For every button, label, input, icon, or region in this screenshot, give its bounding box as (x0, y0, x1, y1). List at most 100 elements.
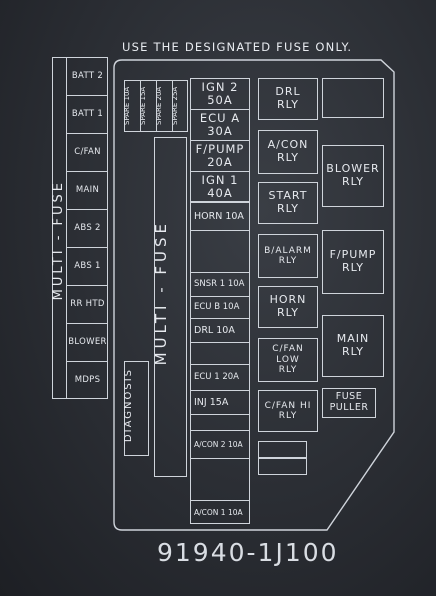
left-fuse-sep-3 (66, 171, 108, 173)
fuse-top-sep-2 (190, 140, 250, 142)
diagnosis-connector (124, 361, 149, 456)
fuse-top-rating-2: 20A (207, 154, 233, 169)
left-fuse-3[interactable]: MAIN (75, 185, 100, 195)
spare-fuse-2[interactable]: SPARE 20A (155, 86, 163, 126)
empty-slot-2 (258, 458, 307, 475)
fuse-list-item-2[interactable]: ECU B 10A (194, 302, 240, 312)
fuse-list-sep-7 (190, 390, 250, 392)
center-multi-fuse-label: MULTI - FUSE (152, 220, 170, 366)
empty-slot-1 (258, 441, 307, 458)
diagnosis-label: DIAGNOSIS (123, 368, 134, 443)
relay-left-suffix-0: RLY (276, 98, 300, 111)
fuse-list-empty-8 (190, 414, 250, 430)
fuse-list-sep-9 (190, 430, 250, 432)
fuse-top-sep-3 (190, 171, 250, 173)
empty-relay-top-right (322, 78, 384, 118)
fuse-list-sep-3 (190, 296, 250, 298)
fuse-list-item-3[interactable]: DRL 10A (194, 324, 235, 336)
spare-sep-2 (156, 80, 158, 132)
left-panel-title: MULTI - FUSE (51, 180, 66, 301)
left-fuse-sep-1 (66, 95, 108, 97)
left-fuse-4[interactable]: ABS 2 (74, 223, 101, 233)
part-number: 91940-1J100 (157, 538, 339, 567)
relay-left-name-0: DRL (275, 85, 301, 99)
center-multi-fuse (154, 137, 187, 477)
fuse-list-sep-4 (190, 318, 250, 320)
fuse-top-name-1: ECU A (199, 111, 241, 126)
left-fuse-6[interactable]: RR HTD (70, 299, 105, 309)
fuse-puller-line2: PULLER (329, 402, 369, 413)
spare-sep-3 (172, 80, 174, 132)
left-panel-divider (66, 57, 68, 399)
fuse-list-item-6[interactable]: A/CON 2 10A (194, 439, 243, 449)
fuse-top-rating-0: 50A (207, 92, 233, 107)
fuse-list-empty-5 (190, 342, 250, 364)
fuse-list-empty-10 (190, 458, 250, 500)
fuse-top-sep-1 (190, 109, 250, 111)
left-fuse-sep-5 (66, 247, 108, 249)
left-fuse-2[interactable]: C/FAN (74, 147, 101, 157)
fuse-list-sep-11 (190, 500, 250, 502)
relay-left-name-4: HORN (269, 293, 307, 307)
left-fuse-0[interactable]: BATT 2 (71, 71, 104, 81)
fuse-list-column (190, 202, 250, 524)
spare-fuse-0[interactable]: SPARE 10A (123, 86, 131, 126)
fuse-list-sep-2 (190, 272, 250, 274)
left-multi-fuse-panel (52, 57, 108, 399)
relay-right-name-1: F/PUMP (329, 248, 377, 262)
left-fuse-8[interactable]: MDPS (74, 375, 101, 385)
left-fuse-1[interactable]: BATT 1 (71, 109, 104, 119)
relay-left-name-2: START (268, 189, 308, 203)
spare-fuse-1[interactable]: SPARE 15A (139, 86, 147, 126)
fuse-list-item-4[interactable]: ECU 1 20A (194, 372, 239, 382)
spare-fuse-3[interactable]: SPARE 25A (171, 86, 179, 126)
fuse-list-item-0[interactable]: HORN 10A (194, 210, 244, 222)
fuse-list-item-1[interactable]: SNSR 1 10A (194, 279, 245, 289)
relay-right-suffix-1: RLY (341, 261, 365, 274)
left-fuse-sep-8 (66, 361, 108, 363)
left-fuse-5[interactable]: ABS 1 (74, 261, 101, 271)
relay-left-name-1: A/CON (267, 138, 309, 152)
fuse-list-item-7[interactable]: A/CON 1 10A (194, 507, 243, 517)
relay-left-suffix-5: RLY (278, 365, 298, 376)
fuse-top-rating-1: 30A (207, 123, 233, 138)
left-fuse-sep-7 (66, 323, 108, 325)
relay-left-suffix-4: RLY (276, 306, 300, 319)
left-fuse-7[interactable]: BLOWER (68, 337, 107, 347)
relay-left-suffix-2: RLY (276, 202, 300, 215)
fuse-list-item-5[interactable]: INJ 15A (194, 396, 229, 408)
fuse-top-name-3: IGN 1 (201, 173, 239, 188)
left-fuse-sep-6 (66, 285, 108, 287)
fuse-list-sep-6 (190, 364, 250, 366)
fuse-puller-slot[interactable]: FUSE PULLER (322, 388, 376, 418)
fuse-top-rating-3: 40A (207, 185, 233, 200)
notice-text: USE THE DESIGNATED FUSE ONLY. (122, 40, 353, 54)
relay-right-name-2: MAIN (336, 332, 370, 346)
relay-right-name-0: BLOWER (326, 162, 380, 176)
relay-right-suffix-0: RLY (341, 175, 364, 188)
relay-left-suffix-3: RLY (278, 256, 298, 266)
fuse-top-name-2: F/PUMP (195, 142, 245, 157)
relay-left-suffix-1: RLY (276, 151, 300, 164)
relay-right-suffix-2: RLY (341, 345, 365, 358)
fuse-list-sep-10 (190, 458, 250, 460)
relay-left-name-3: B/ALARM (264, 245, 312, 256)
fuse-puller-line1: FUSE (335, 391, 363, 403)
fuse-list-sep-5 (190, 342, 250, 344)
relay-left-name-5: C/FAN LOW (272, 344, 304, 365)
fuse-list-empty-1 (190, 230, 250, 272)
